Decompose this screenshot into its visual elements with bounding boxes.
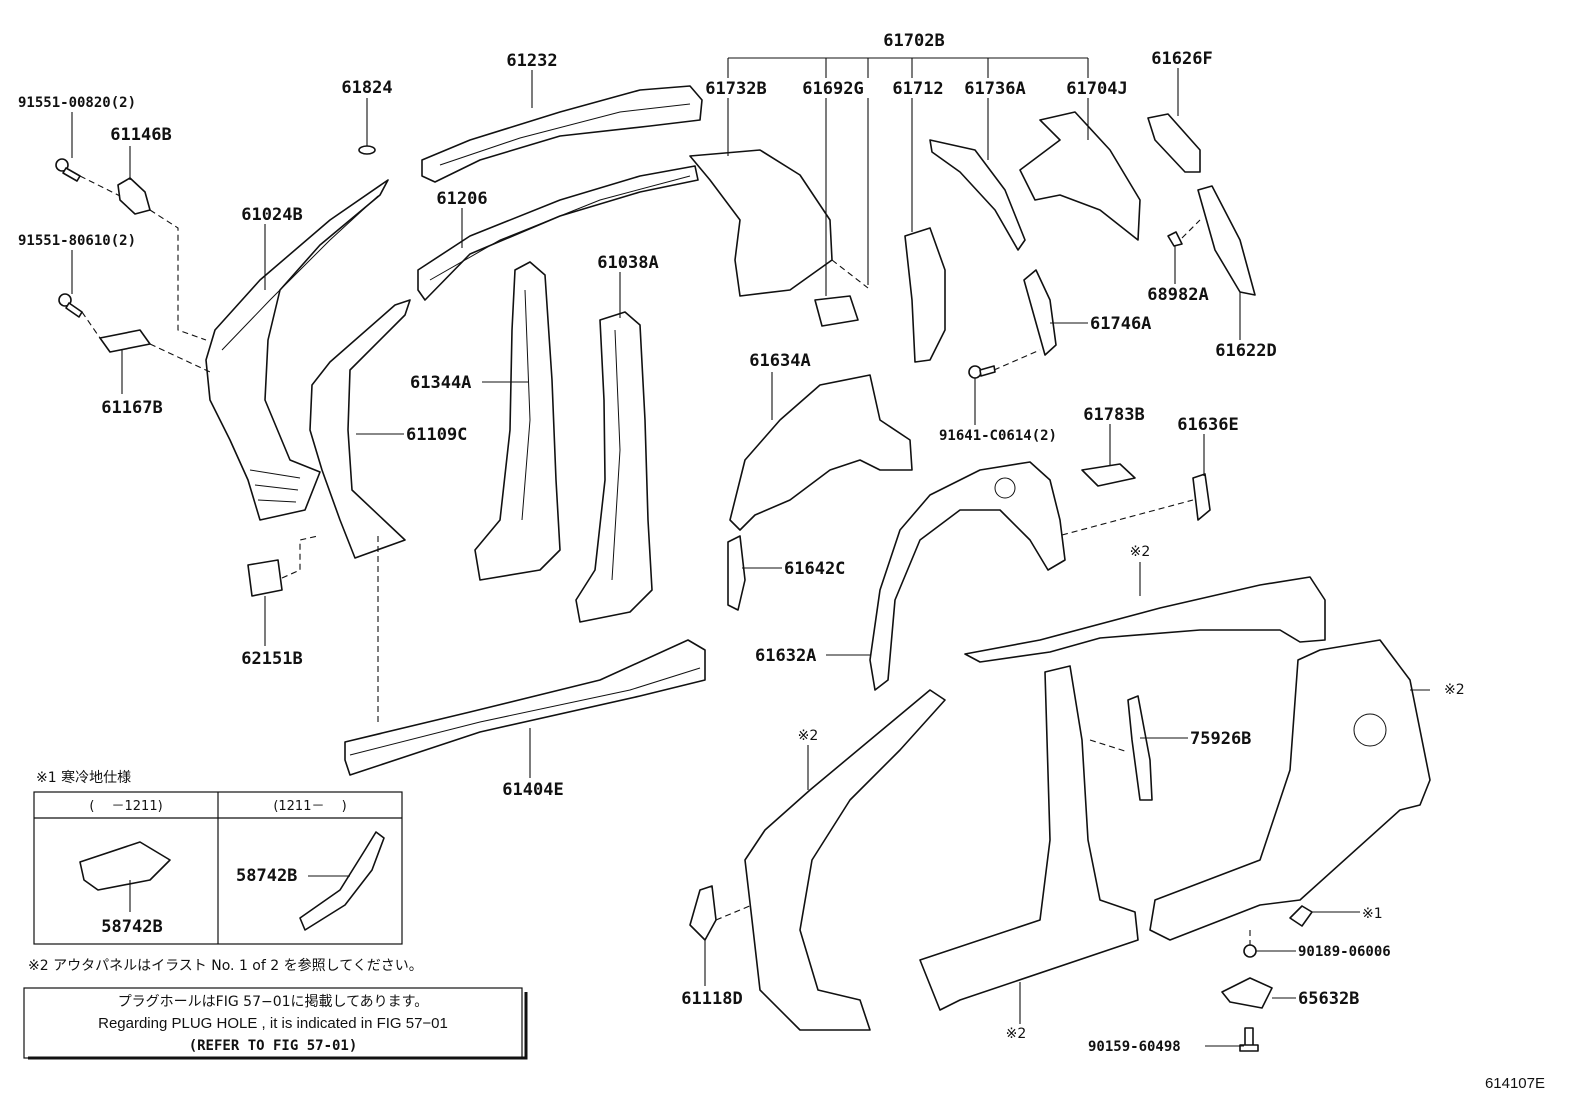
label-61404E: 61404E	[502, 780, 563, 800]
bolt-90159	[1239, 1027, 1259, 1052]
figure-number: 614107E	[1485, 1075, 1545, 1092]
part-61404E	[344, 639, 706, 776]
label-61702B: 61702B	[883, 31, 944, 51]
label-61118D: 61118D	[681, 989, 742, 1009]
label-61732B: 61732B	[705, 79, 766, 99]
part-61167B	[99, 329, 151, 353]
label-75926B: 75926B	[1190, 729, 1251, 749]
inset-table	[33, 791, 403, 945]
part-61109C	[309, 299, 411, 559]
label-91551-00820: 91551-00820(2)	[18, 95, 136, 111]
note2-roof: ※2	[1130, 544, 1151, 560]
inset-left-label: 58742B	[101, 917, 162, 937]
part-61626F	[1147, 113, 1201, 173]
note1-pad: ※1	[1362, 906, 1383, 922]
part-61824	[358, 145, 376, 155]
label-61642C: 61642C	[784, 559, 845, 579]
label-61704J: 61704J	[1066, 79, 1127, 99]
part-61632A	[869, 461, 1066, 691]
part-pad-note1	[1289, 905, 1313, 927]
label-91641-C0614: 91641-C0614(2)	[939, 428, 1057, 444]
inset-title: ※1 寒冷地仕様	[36, 769, 131, 786]
label-90189-06006: 90189-06006	[1298, 944, 1391, 960]
label-61824: 61824	[341, 78, 392, 98]
part-61038A	[575, 311, 653, 623]
inset-col1-header: ( －1211)	[89, 799, 162, 814]
label-61626F: 61626F	[1151, 49, 1212, 69]
part-61146B	[117, 177, 151, 215]
part-61692G	[814, 295, 859, 327]
bolt-91641-C0614	[968, 365, 996, 379]
label-62151B: 62151B	[241, 649, 302, 669]
part-68982A	[1167, 231, 1183, 247]
part-front-pillar-outer	[744, 689, 946, 1031]
label-61206: 61206	[436, 189, 487, 209]
leader-lines	[71, 57, 1430, 1047]
part-61704J	[1019, 111, 1141, 241]
part-61622D	[1197, 185, 1256, 296]
label-65632B: 65632B	[1298, 989, 1359, 1009]
label-90159-60498: 90159-60498	[1088, 1039, 1181, 1055]
part-roof-side-outer	[964, 576, 1326, 663]
label-61344A: 61344A	[410, 373, 471, 393]
part-61736A	[929, 139, 1026, 251]
label-61634A: 61634A	[749, 351, 810, 371]
notebox-line1: プラグホールはFIG 57−01に掲載してあります。	[118, 994, 429, 1010]
label-61024B: 61024B	[241, 205, 302, 225]
label-61736A: 61736A	[964, 79, 1025, 99]
label-68982A: 68982A	[1147, 285, 1208, 305]
part-61783B	[1081, 463, 1136, 487]
inset-col2-header: (1211－ )	[273, 799, 346, 814]
part-61024B	[205, 179, 389, 521]
label-61109C: 61109C	[406, 425, 467, 445]
notebox-line3: (REFER TO FIG 57-01)	[189, 1038, 358, 1054]
label-61146B: 61146B	[110, 125, 171, 145]
label-61712: 61712	[892, 79, 943, 99]
part-61712	[904, 227, 946, 363]
label-61783B: 61783B	[1083, 405, 1144, 425]
bolt-91551-00820	[55, 158, 81, 182]
note2-front: ※2	[798, 728, 819, 744]
part-61636E	[1192, 473, 1211, 521]
part-center-pillar-outer	[919, 665, 1139, 1011]
bolt-91551-80610	[58, 293, 83, 318]
note2-rocker: ※2	[1006, 1026, 1027, 1042]
part-61232	[421, 85, 703, 183]
inset-part-right	[299, 831, 385, 931]
part-61642C	[727, 535, 746, 611]
part-61634A	[729, 374, 913, 531]
label-61622D: 61622D	[1215, 341, 1276, 361]
part-65632B	[1221, 977, 1273, 1009]
part-61344A	[474, 261, 561, 581]
note2-quarter: ※2	[1444, 682, 1465, 698]
label-61632A: 61632A	[755, 646, 816, 666]
part-75926B	[1127, 695, 1153, 801]
clip-90189	[1243, 944, 1257, 958]
footnote-outer-panel: ※2 アウタパネルはイラスト No. 1 of 2 を参照してください。	[28, 957, 423, 974]
label-61692G: 61692G	[802, 79, 863, 99]
label-61038A: 61038A	[597, 253, 658, 273]
notebox-line2: Regarding PLUG HOLE , it is indicated in…	[98, 1015, 448, 1032]
label-61746A: 61746A	[1090, 314, 1151, 334]
label-61167B: 61167B	[101, 398, 162, 418]
part-61746A	[1023, 269, 1057, 356]
part-62151B	[247, 559, 283, 597]
notebox-frame	[23, 987, 528, 1060]
label-61636E: 61636E	[1177, 415, 1238, 435]
part-61732B	[689, 149, 833, 297]
part-61206	[417, 165, 699, 301]
label-91551-80610: 91551-80610(2)	[18, 233, 136, 249]
part-61118D	[689, 885, 717, 941]
part-quarter-panel-outer	[1149, 639, 1431, 941]
inset-part-left	[79, 841, 171, 891]
inset-right-label: 58742B	[236, 866, 297, 886]
label-61232: 61232	[506, 51, 557, 71]
